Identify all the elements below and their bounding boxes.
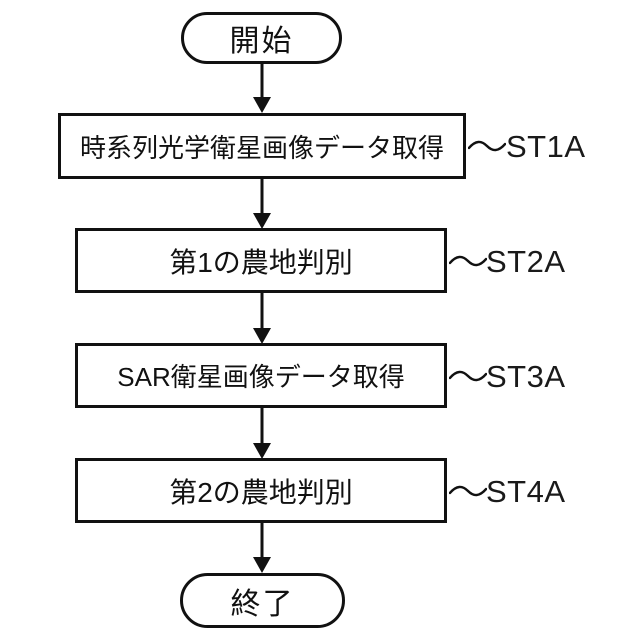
arrow-head-icon [253, 97, 271, 113]
tilde-connector-icon [468, 140, 506, 152]
arrow-shaft [260, 64, 264, 100]
process-box-st2a: 第1の農地判別 [75, 228, 447, 293]
flow-arrow-2 [253, 179, 271, 229]
arrow-shaft [260, 408, 264, 446]
start-terminal: 開始 [181, 12, 342, 64]
ref-label-st4a: ST4A [486, 474, 566, 509]
start-terminal-label: 開始 [229, 25, 294, 58]
flow-arrow-5 [253, 523, 271, 573]
arrow-shaft [260, 179, 264, 216]
arrow-shaft [260, 523, 264, 560]
process-box-st4a-label: 第2の農地判別 [169, 476, 353, 508]
tilde-connector-icon [449, 485, 487, 497]
flow-arrow-3 [253, 293, 271, 344]
process-box-st2a-label: 第1の農地判別 [169, 246, 353, 278]
process-box-st1a-label: 時系列光学衛星画像データ取得 [79, 132, 444, 163]
end-terminal: 終了 [180, 573, 345, 628]
process-box-st4a: 第2の農地判別 [75, 458, 447, 523]
process-box-st1a: 時系列光学衛星画像データ取得 [58, 113, 466, 179]
process-box-st3a-label: SAR衛星画像データ取得 [117, 362, 405, 392]
process-box-st3a: SAR衛星画像データ取得 [75, 343, 447, 408]
flow-arrow-4 [253, 408, 271, 459]
ref-label-st1a: ST1A [506, 129, 586, 164]
arrow-head-icon [253, 328, 271, 344]
arrow-head-icon [253, 213, 271, 229]
tilde-connector-icon [449, 370, 487, 382]
tilde-connector-icon [449, 255, 487, 267]
arrow-head-icon [253, 557, 271, 573]
ref-label-st2a: ST2A [486, 244, 566, 279]
ref-label-st3a: ST3A [486, 359, 566, 394]
arrow-head-icon [253, 443, 271, 459]
arrow-shaft [260, 293, 264, 331]
flow-arrow-1 [253, 64, 271, 113]
end-terminal-label: 終了 [230, 587, 295, 621]
